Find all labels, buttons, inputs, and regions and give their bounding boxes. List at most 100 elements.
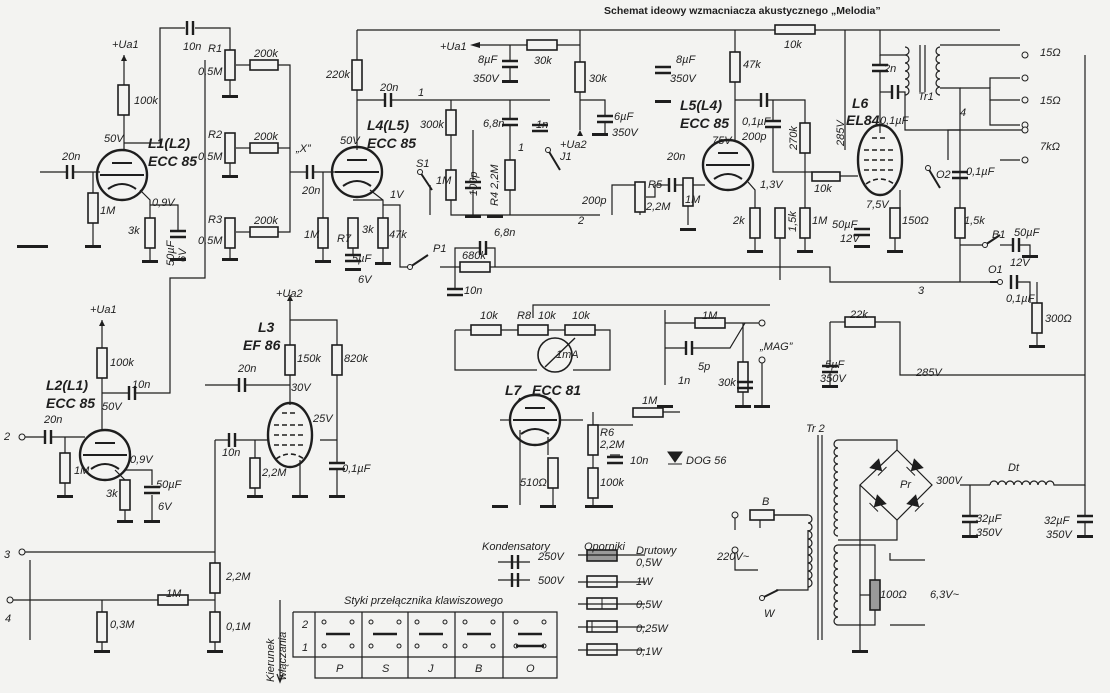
label: 15Ω (1040, 47, 1061, 59)
switch-contact-dot (462, 619, 468, 625)
wire (125, 469, 153, 485)
capacitor (237, 378, 247, 392)
label: 50V (104, 133, 125, 145)
wire (1018, 281, 1031, 303)
ground-symbol (540, 505, 556, 508)
pentode-electrodes (274, 412, 306, 460)
terminal (1021, 51, 1029, 59)
switch-contact-dot (490, 619, 496, 625)
resistor (459, 261, 491, 273)
label: 1n (536, 119, 548, 131)
label: W (764, 608, 776, 620)
resistor (517, 324, 549, 336)
label: 100k (134, 95, 158, 107)
resistor (209, 562, 221, 594)
label: 10n (132, 379, 150, 391)
transformer-tr2-primary (807, 514, 813, 588)
wire (450, 200, 600, 216)
label: 150k (297, 353, 321, 365)
wire (136, 60, 206, 394)
label: 1 (418, 87, 424, 99)
wire (490, 266, 1000, 283)
label: 50µF (1014, 227, 1041, 239)
capacitor (329, 461, 345, 471)
resistor (157, 594, 189, 606)
tube-l6-type: EL84 (846, 112, 880, 128)
ground-symbol (887, 250, 903, 253)
label: „X” (295, 143, 312, 155)
label: 20n (61, 151, 80, 163)
tube-electrodes (513, 407, 557, 435)
indicator-labels: 10k R8 10k 10k 1mA 510Ω R6 2,2M 100k 1M … (480, 310, 794, 489)
resistor (87, 192, 99, 224)
label: 30V (291, 382, 312, 394)
ground-symbol (657, 405, 673, 408)
resistor (574, 61, 586, 93)
capacitor (144, 485, 160, 495)
ground-symbol (487, 215, 503, 218)
tube-electrodes (335, 159, 379, 187)
label: 300Ω (1045, 313, 1072, 325)
resistor-wirewound (869, 579, 881, 611)
row-label-2: 2 (301, 619, 308, 631)
resistor (351, 59, 363, 91)
wire (646, 185, 656, 198)
legend-cap-250v: 250V (537, 551, 565, 563)
terminal (1021, 156, 1029, 164)
label: 12V (1010, 257, 1031, 269)
resistor (811, 171, 841, 182)
capacitor (765, 119, 781, 129)
wire (989, 100, 1020, 126)
capacitor (962, 514, 978, 524)
resistor (844, 316, 876, 328)
ground-symbol (329, 495, 345, 498)
label: +Ua2 (276, 288, 303, 300)
resistor (587, 424, 599, 456)
capacitor (170, 229, 186, 239)
label: 1,5k (964, 215, 985, 227)
ground-symbol (222, 175, 238, 178)
label: 12V (840, 233, 861, 245)
label: 10n (183, 41, 201, 53)
label: 3k (128, 225, 140, 237)
row-label-1: 1 (302, 642, 308, 654)
label: 6,3V~ (930, 589, 960, 601)
label: 3k (362, 224, 374, 236)
wire (369, 189, 384, 218)
label: 10k (814, 183, 832, 195)
label: 0,1µF (966, 166, 996, 178)
resistor (694, 317, 726, 329)
transformer-tr1-secondary (935, 46, 941, 96)
label: 10n (464, 285, 482, 297)
label: 1,3V (760, 179, 784, 191)
capacitor (854, 227, 870, 237)
tube-l1-type: ECC 85 (148, 153, 197, 169)
wire (195, 27, 231, 50)
resistor (445, 169, 457, 201)
label: O2 (936, 169, 951, 181)
label: 20n (237, 363, 256, 375)
diode-icon (869, 458, 887, 476)
resistor (331, 344, 343, 376)
resistor (729, 51, 741, 83)
terminal (731, 511, 739, 519)
feedback-labels: P1 6,8n 680k 10n (433, 227, 515, 297)
label: 200p (581, 195, 606, 207)
label: DOG 56 (686, 455, 727, 467)
wire (772, 128, 805, 173)
wire (838, 520, 898, 541)
filter-network-labels: +Ua1 8µF 350V 30k 30k 6µF 350V 1 300k S1… (416, 41, 671, 227)
label: B (762, 496, 769, 508)
legend-divider (591, 598, 603, 632)
legend-res-01w: 0,1W (636, 646, 663, 658)
pentode-electrodes (864, 137, 896, 185)
capacitor (684, 341, 694, 355)
capacitor (502, 59, 518, 69)
direction-arrow-icon (276, 600, 284, 684)
resistor (377, 217, 389, 249)
label: 6,8n (483, 118, 504, 130)
ground-symbol (585, 505, 601, 508)
capacitor (952, 170, 968, 180)
ground-symbol (1022, 255, 1038, 258)
diode-icon (869, 494, 887, 512)
